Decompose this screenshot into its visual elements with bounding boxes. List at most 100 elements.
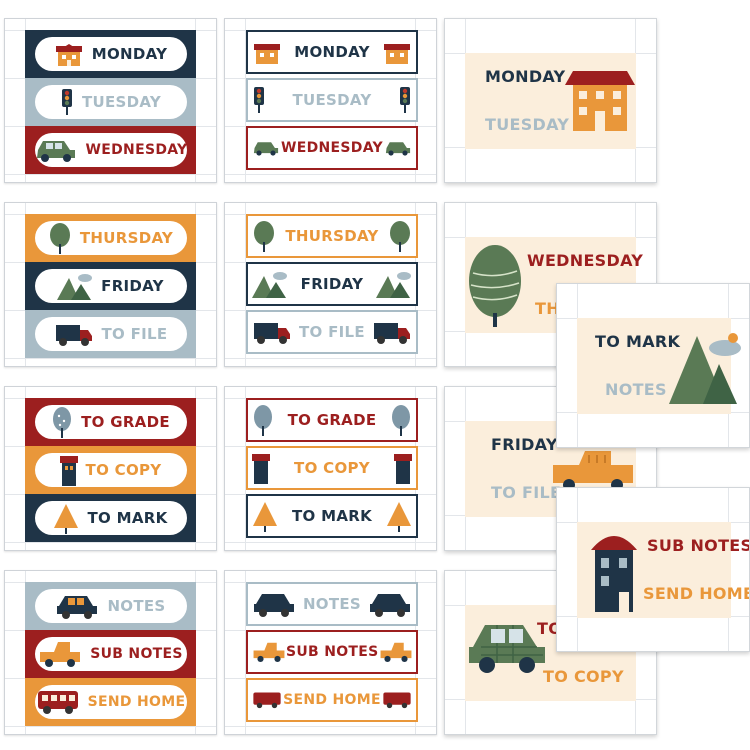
car-icon [384,139,412,157]
mountain-icon [57,272,93,300]
label-to-mark: TO MARK [25,494,196,542]
bus-icon [382,691,412,709]
truck-icon [38,640,82,668]
label-text: TO FILE [299,323,365,341]
tree-icon [467,243,523,327]
label-thursday-framed: THURSDAY [246,214,418,258]
truck-icon [379,641,413,663]
bus-icon [252,691,282,709]
label-text: FRIDAY [101,277,164,295]
truck-icon [372,319,412,345]
label-to-file: TO FILE [25,310,196,358]
label-send-home: SEND HOME [25,678,196,726]
label-text: TO COPY [85,461,162,479]
card-top-label: TO [537,619,563,638]
card-monday-tuesday: MONDAY TUESDAY [444,18,657,183]
label-text: NOTES [107,597,166,615]
traffic-light-icon [60,89,74,115]
label-friday: FRIDAY [25,262,196,310]
mountain-icon [667,330,743,404]
card-top-label: FRIDAY [491,435,558,454]
truck-icon [252,641,286,663]
car-icon [55,592,99,620]
label-tuesday: TUESDAY [25,78,196,126]
truck-icon [252,319,292,345]
label-notes: NOTES [25,582,196,630]
card-bottom-label: TO COPY [543,667,624,686]
label-text: WEDNESDAY [281,140,383,156]
label-text: TO MARK [87,509,168,527]
label-send-home-framed: SEND HOME [246,678,418,722]
house-icon [54,42,84,66]
card-top-label: TO MARK [595,332,681,351]
label-sheet-tasks-framed: TO GRADE TO COPY TO MARK [224,386,437,551]
dotted-tree-icon [252,404,274,436]
house-icon [59,454,78,486]
label-monday: MONDAY [25,30,196,78]
pine-tree-icon [53,502,79,534]
house-icon [591,526,637,612]
bus-icon [36,689,80,715]
label-to-file-framed: TO FILE [246,310,418,354]
label-text: SEND HOME [283,692,381,708]
label-sheet-days2-filled: THURSDAY FRIDAY TO FILE [4,202,217,367]
label-wednesday-framed: WEDNESDAY [246,126,418,170]
label-text: NOTES [302,595,362,613]
label-wednesday: WEDNESDAY [25,126,196,174]
card-bottom-label: NOTES [605,380,667,399]
label-sheet-tasks-filled: TO GRADE TO COPY TO MARK [4,386,217,551]
label-sheet-days2-framed: THURSDAY FRIDAY TO FILE [224,202,437,367]
label-text: TUESDAY [81,93,162,111]
card-bottom-label: TH [535,299,560,318]
car-icon [467,617,547,675]
label-text: TO GRADE [287,411,377,429]
label-text: SUB NOTES [286,644,379,660]
pine-tree-icon [252,500,278,532]
label-text: TUESDAY [292,91,372,109]
label-text: THURSDAY [285,227,379,245]
label-text: FRIDAY [300,275,364,293]
card-to-mark: TO MARK NOTES [556,283,750,448]
label-to-grade-framed: TO GRADE [246,398,418,442]
label-text: THURSDAY [79,229,174,247]
label-text: TO GRADE [81,413,170,431]
label-to-copy-framed: TO COPY [246,446,418,490]
car-icon [368,590,412,618]
label-text: TO COPY [294,459,370,477]
label-text: MONDAY [294,43,370,61]
pine-tree-icon [386,500,412,532]
tree-icon [388,220,412,252]
card-top-label: SUB NOTES [647,536,750,555]
traffic-light-icon [398,87,412,113]
dotted-tree-icon [51,406,73,438]
label-to-mark-framed: TO MARK [246,494,418,538]
traffic-light-icon [252,87,266,113]
label-friday-framed: FRIDAY [246,262,418,306]
label-to-copy: TO COPY [25,446,196,494]
label-sheet-days-framed: MONDAY TUESDAY WEDNESDAY [224,18,437,183]
house-icon [252,40,282,64]
card-bottom-label: TO FILE [491,483,562,502]
label-notes-framed: NOTES [246,582,418,626]
label-text: TO FILE [101,325,168,343]
card-bottom-label: TUESDAY [485,115,570,134]
label-sheet-days-filled: MONDAY TUESDAY WEDNESDAY [4,18,217,183]
label-to-grade: TO GRADE [25,398,196,446]
car-icon [252,139,280,157]
label-text: MONDAY [91,45,168,63]
card-sub-notes: SUB NOTES SEND HOME [556,487,750,652]
label-sheet-notes-filled: NOTES SUB NOTES SEND HOME [4,570,217,735]
card-top-label: MONDAY [485,67,566,86]
truck-icon [549,447,635,491]
tree-icon [48,222,72,254]
car-icon [34,137,78,163]
house-icon [382,40,412,64]
card-top-label: WEDNESDAY [527,251,644,270]
house-icon [252,452,270,484]
label-text: WEDNESDAY [85,142,188,158]
truck-icon [54,321,94,347]
label-text: TO MARK [291,507,372,525]
label-sub-notes: SUB NOTES [25,630,196,678]
tree-icon [252,220,276,252]
house-icon [394,452,412,484]
